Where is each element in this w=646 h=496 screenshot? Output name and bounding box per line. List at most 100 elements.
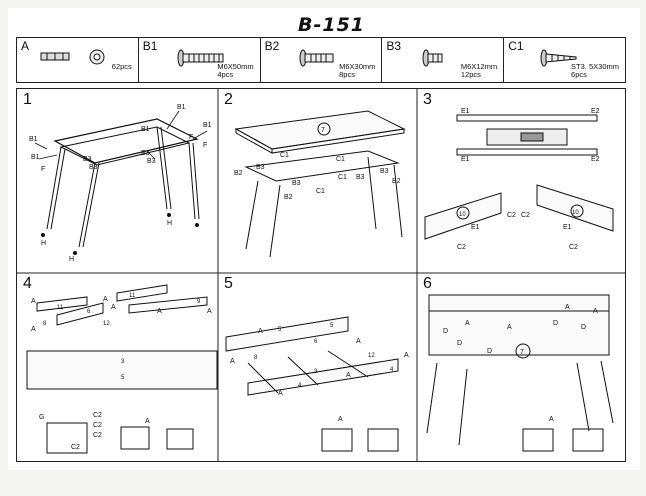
- part-size: ST3. 5X30mm: [571, 62, 619, 71]
- panel-number: 3: [121, 359, 125, 365]
- label-a: A: [145, 418, 150, 425]
- part-size: M6X30mm: [339, 62, 376, 71]
- label-a: A: [31, 298, 36, 305]
- label-b1: B1: [177, 104, 186, 111]
- bolt-icon: [299, 49, 334, 67]
- step-number: 1: [23, 91, 32, 108]
- step-1-diagram: B1 B1 B1 B1 B1 B3 B3 B3 B3 F F F H H H: [29, 104, 212, 263]
- label-b3: B3: [147, 158, 156, 165]
- panel-number: 11: [129, 293, 136, 299]
- label-a: A: [258, 328, 263, 335]
- step-5-diagram: 5 5 6 8 12 3 4 4 A A A A A A A: [225, 316, 409, 452]
- label-b1: B1: [31, 154, 40, 161]
- label-c1: C1: [280, 152, 289, 159]
- label-c2: C2: [507, 212, 516, 219]
- instruction-sheet: [8, 8, 640, 470]
- panel-number: 10: [572, 210, 579, 216]
- label-a: A: [404, 352, 409, 359]
- label-d: D: [487, 348, 492, 355]
- label-a: A: [507, 324, 512, 331]
- panel-number: 11: [57, 305, 64, 311]
- label-b2: B2: [392, 178, 401, 185]
- label-a: A: [346, 372, 351, 379]
- label-g: G: [39, 414, 44, 421]
- step-number: 6: [423, 275, 432, 292]
- label-a: A: [157, 308, 162, 315]
- model-number: B-151: [298, 14, 366, 36]
- label-d: D: [581, 324, 586, 331]
- label-c2: C2: [93, 412, 102, 419]
- panel-number: 8: [254, 355, 258, 361]
- label-a: A: [338, 416, 343, 423]
- panel-number: 3: [314, 369, 318, 375]
- step-4: 4 11 11 6 9 8 12 3 5 A A A A: [17, 273, 218, 461]
- label-d: D: [553, 320, 558, 327]
- label-a: A: [593, 308, 598, 315]
- step-4-diagram: 11 11 6 9 8 12 3 5 A A A A A A G C2 C2 C…: [26, 284, 218, 454]
- label-f: F: [203, 142, 207, 149]
- panel-number: 12: [368, 353, 375, 359]
- label-b1: B1: [203, 122, 212, 129]
- panel-number: 7: [520, 349, 524, 356]
- label-b1: B1: [141, 126, 150, 133]
- panel-number: 6: [314, 339, 318, 345]
- part-size: M6X12mm: [460, 62, 498, 71]
- part-qty: 8pcs: [339, 70, 355, 79]
- label-b2: B2: [234, 170, 243, 177]
- part-qty: 4pcs: [217, 70, 234, 79]
- part-code: B2: [264, 39, 280, 53]
- panel-number: 10: [459, 212, 466, 218]
- label-d: D: [443, 328, 448, 335]
- label-c2: C2: [521, 212, 530, 219]
- label-e1: E1: [471, 224, 480, 231]
- label-f: F: [189, 134, 193, 141]
- part-qty: 62pcs: [111, 62, 132, 71]
- label-a: A: [103, 296, 108, 303]
- label-b3: B3: [356, 174, 365, 181]
- label-a: A: [207, 308, 212, 315]
- label-a: A: [565, 304, 570, 311]
- label-b2: B2: [284, 194, 293, 201]
- step-number: 2: [224, 91, 233, 108]
- step-6: 6 7 D D D D D A A A A A: [417, 273, 625, 461]
- panel-number: 5: [330, 323, 334, 329]
- part-code: A: [21, 39, 30, 53]
- label-c2: C2: [71, 444, 80, 451]
- label-d: D: [457, 340, 462, 347]
- part-qty: 6pcs: [571, 70, 587, 79]
- label-b3: B3: [380, 168, 389, 175]
- label-a: A: [465, 320, 470, 327]
- steps-grid: 1 B1 B1 B1 B1 B1 B3 B3 B3 B3 F F F: [16, 88, 626, 462]
- step-number: 3: [423, 91, 432, 108]
- label-e2: E2: [591, 108, 600, 115]
- bolt-icon: [422, 49, 443, 67]
- panel-number: 8: [43, 321, 47, 327]
- label-f: F: [41, 166, 45, 173]
- label-a: A: [230, 358, 235, 365]
- part-a: A 62pcs: [17, 38, 139, 82]
- label-a: A: [278, 390, 283, 397]
- label-b3: B3: [256, 164, 265, 171]
- label-c1: C1: [336, 156, 345, 163]
- label-c2: C2: [569, 244, 578, 251]
- bolt-icon: [177, 49, 224, 67]
- label-c2: C2: [93, 422, 102, 429]
- label-a: A: [356, 338, 361, 345]
- step-6-diagram: 7 D D D D D A A A A A: [426, 294, 614, 452]
- label-b3: B3: [83, 156, 92, 163]
- label-b1: B1: [29, 136, 38, 143]
- step-3: 3 10 10 E1 E2 E1 E2 E1 E1 C2 C2 C2 C2: [417, 89, 625, 273]
- dowel-icon: [40, 49, 105, 65]
- label-c1: C1: [316, 188, 325, 195]
- label-a: A: [549, 416, 554, 423]
- label-e1: E1: [563, 224, 572, 231]
- part-code: B3: [386, 39, 402, 53]
- part-size: M6X50mm: [217, 62, 254, 71]
